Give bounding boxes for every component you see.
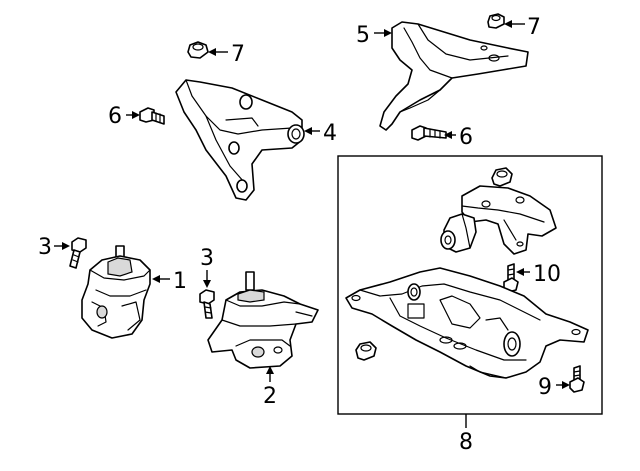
callout-5: 5 [356, 23, 370, 48]
callout-1: 1 [173, 269, 187, 294]
mount-part-2 [207, 271, 319, 369]
callout-7-right: 7 [527, 15, 541, 40]
callout-10: 10 [533, 262, 561, 287]
nut-inside-box-top [491, 167, 513, 187]
bolt-part-6-left [139, 107, 165, 125]
callout-4: 4 [323, 121, 337, 146]
leader-lines [54, 20, 570, 428]
mount-part-1 [81, 245, 151, 339]
assembly-box-part-8 [337, 155, 603, 415]
bolt-part-3-middle [199, 289, 215, 319]
bracket-part-5 [379, 21, 529, 131]
callout-6-right: 6 [459, 125, 473, 150]
bolt-part-6-right [411, 125, 447, 141]
bolt-part-3-left [69, 237, 87, 269]
callout-3-left: 3 [38, 235, 52, 260]
callout-8: 8 [459, 430, 473, 455]
callout-9: 9 [538, 375, 552, 400]
callout-7-left: 7 [231, 42, 245, 67]
nut-part-7-left [187, 41, 209, 59]
bolt-part-9 [569, 365, 585, 393]
bushing-inside-box [440, 213, 477, 253]
callout-2: 2 [263, 384, 277, 409]
nut-part-7-right [487, 13, 505, 29]
callout-6-left: 6 [108, 104, 122, 129]
callout-3-middle: 3 [200, 246, 214, 271]
nut-inside-box-bottom [355, 341, 377, 361]
bracket-part-4 [175, 79, 305, 201]
bracket-inside-box [461, 185, 557, 255]
crossmember-part-8 [345, 267, 589, 379]
